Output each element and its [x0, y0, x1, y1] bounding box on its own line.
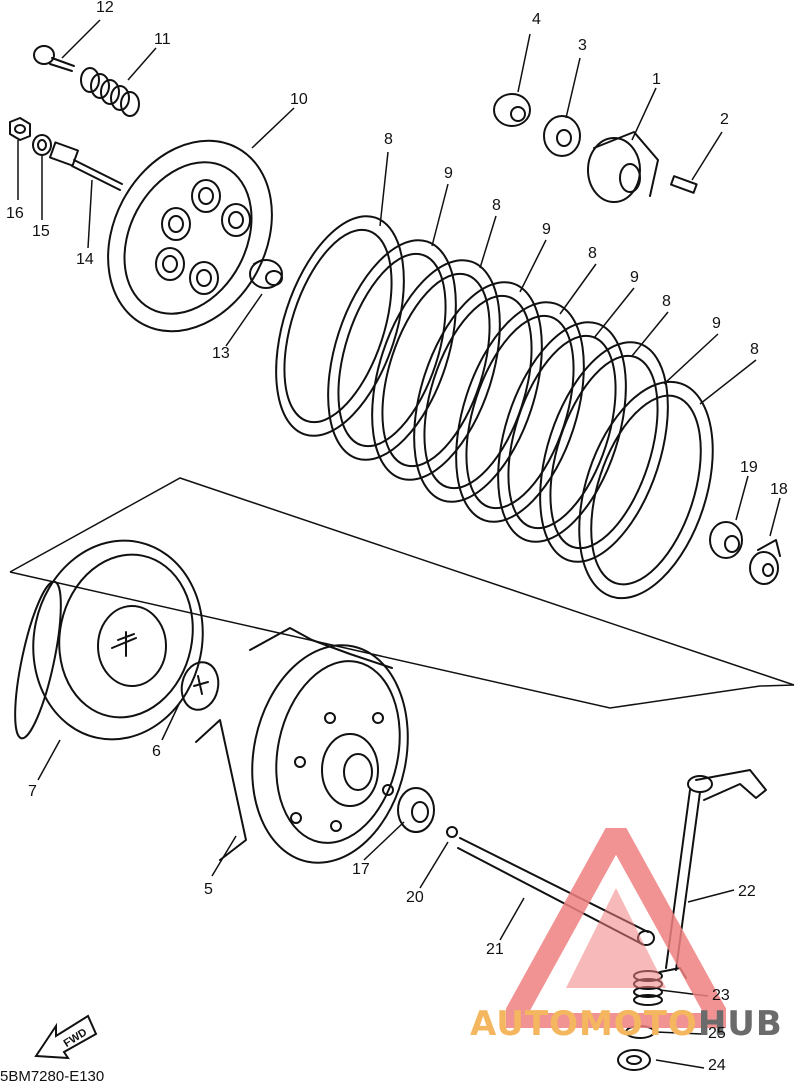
bolt-12: [33, 45, 75, 72]
leader-lines: [17, 19, 781, 1069]
callout-16: 16: [6, 205, 24, 222]
washer-3: [543, 115, 581, 157]
clutch-housing-5: [195, 627, 409, 864]
callout-8: 8: [384, 131, 393, 148]
automotohub-logo-icon: [506, 828, 726, 1028]
callout-19: 19: [740, 459, 758, 476]
callout-15: 15: [32, 223, 50, 240]
fwd-arrow-icon: FWD: [34, 1014, 98, 1060]
callout-8: 8: [588, 245, 597, 262]
callout-17: 17: [352, 861, 370, 878]
callout-2: 2: [720, 111, 729, 128]
callout-25: 25: [708, 1025, 726, 1042]
watermark-text: AUTOMOTOHUB: [470, 1004, 783, 1044]
callout-22: 22: [738, 883, 756, 900]
clutch-boss-7: [14, 539, 204, 741]
callout-8: 8: [662, 293, 671, 310]
callout-3: 3: [578, 37, 587, 54]
callout-1: 1: [652, 71, 661, 88]
collar-13: [249, 259, 283, 289]
callout-20: 20: [406, 889, 424, 906]
callout-11: 11: [154, 31, 171, 48]
friction-plates: [275, 215, 714, 600]
callout-9: 9: [712, 315, 721, 332]
callout-12: 12: [96, 0, 114, 16]
callout-6: 6: [152, 743, 161, 760]
callout-9: 9: [444, 165, 453, 182]
collar-19: [709, 521, 743, 559]
collar-17: [397, 787, 435, 833]
callout-13: 13: [212, 345, 230, 362]
spring-11: [80, 67, 140, 117]
ball-20: [446, 826, 458, 838]
callout-24: 24: [708, 1057, 726, 1074]
callout-18: 18: [770, 481, 788, 498]
key-2: [670, 175, 698, 194]
callout-8: 8: [492, 197, 501, 214]
callout-9: 9: [630, 269, 639, 286]
pressure-plate-10: [107, 139, 273, 333]
callout-21: 21: [486, 941, 504, 958]
push-rod-14: [48, 141, 123, 191]
lock-washer-18: [749, 539, 781, 585]
nut-4: [493, 93, 531, 127]
callout-7: 7: [28, 783, 37, 800]
callout-4: 4: [532, 11, 541, 28]
callout-5: 5: [204, 881, 213, 898]
callout-23: 23: [712, 987, 730, 1004]
callout-8: 8: [750, 341, 759, 358]
assembly-frame: [9, 477, 795, 709]
primary-gear-1: [587, 131, 659, 203]
nut-16: [9, 117, 31, 141]
callout-10: 10: [290, 91, 308, 108]
callout-14: 14: [76, 251, 94, 268]
diagram-code: 5BM7280-E130: [0, 1068, 105, 1085]
washer-15: [32, 134, 52, 156]
thrust-washer-6: [180, 661, 220, 711]
callout-9: 9: [542, 221, 551, 238]
oil-seal-24: [617, 1049, 651, 1071]
